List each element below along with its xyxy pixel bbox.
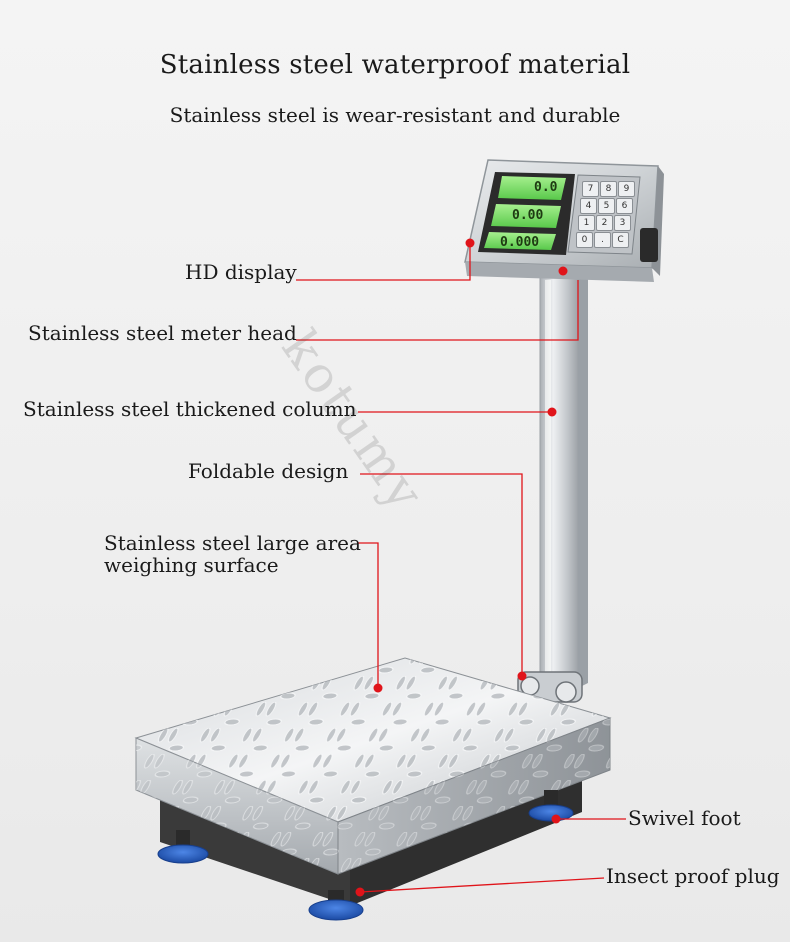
keypad-key: 0 bbox=[576, 232, 593, 248]
callout-dots bbox=[355, 238, 568, 897]
label-meter-head: Stainless steel meter head bbox=[28, 321, 297, 345]
page-subtitle: Stainless steel is wear-resistant and du… bbox=[169, 103, 621, 127]
keypad-key: 8 bbox=[600, 181, 617, 197]
keypad-key: 6 bbox=[616, 198, 633, 214]
keypad-key: 4 bbox=[580, 198, 597, 214]
keypad-key: 5 bbox=[598, 198, 615, 214]
label-weighing-surface: Stainless steel large area weighing surf… bbox=[104, 531, 361, 577]
keypad-key: 1 bbox=[578, 215, 595, 231]
label-foldable: Foldable design bbox=[188, 459, 349, 483]
page-title: Stainless steel waterproof material bbox=[159, 50, 631, 80]
lcd-readout-2: 0.00 bbox=[512, 208, 544, 223]
weighing-platform bbox=[134, 657, 612, 906]
leader-lines bbox=[296, 243, 626, 893]
column bbox=[539, 270, 588, 689]
keypad-key: 7 bbox=[582, 181, 599, 197]
label-insect-plug: Insect proof plug bbox=[606, 864, 780, 888]
keypad-key: C bbox=[612, 232, 629, 248]
lcd-readout-1: 0.0 bbox=[534, 180, 558, 195]
keypad-key: . bbox=[594, 232, 611, 248]
label-swivel-foot: Swivel foot bbox=[628, 806, 741, 830]
label-hd-display: HD display bbox=[185, 260, 297, 284]
keypad-key: 2 bbox=[596, 215, 613, 231]
swivel-feet bbox=[157, 790, 574, 921]
keypad-key: 3 bbox=[614, 215, 631, 231]
keypad-key: 9 bbox=[618, 181, 635, 197]
label-column: Stainless steel thickened column bbox=[23, 397, 357, 421]
lcd-readout-3: 0.000 bbox=[500, 235, 540, 250]
